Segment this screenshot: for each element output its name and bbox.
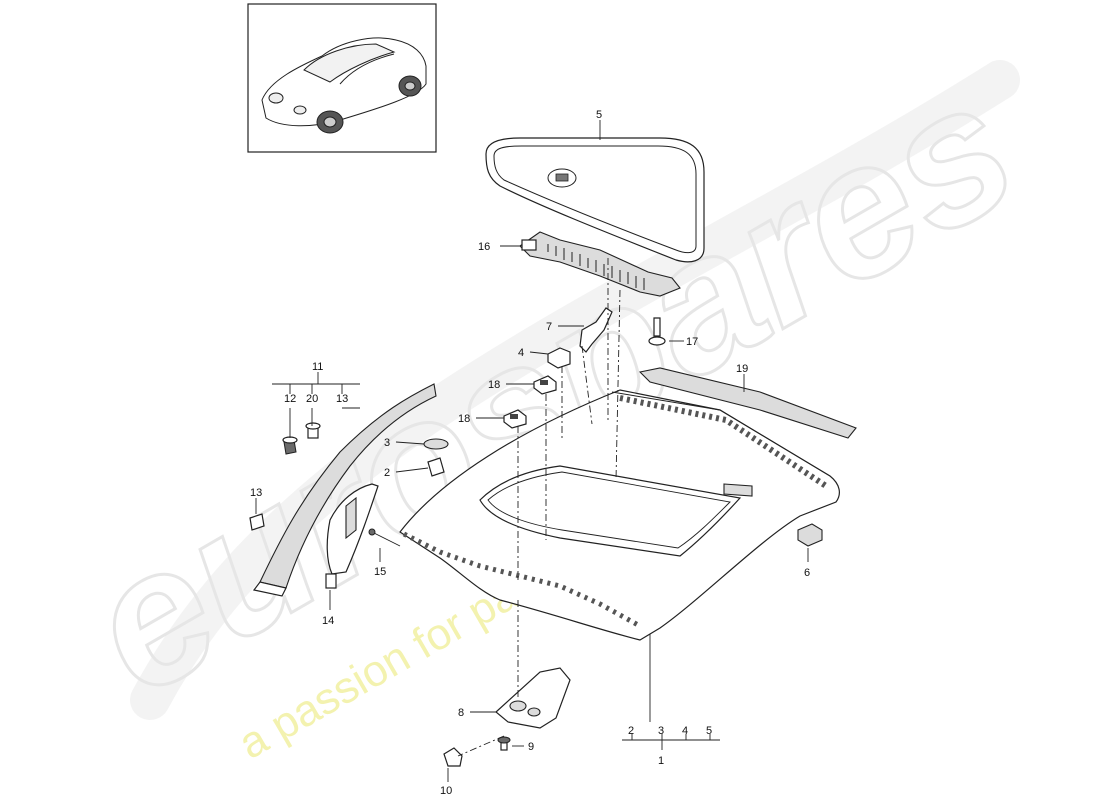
alignment-lines [457,258,621,757]
callout-8: 8 [458,707,464,719]
part-13-patch [249,513,265,531]
part-8-bracket [495,667,571,729]
callout-13-patch: 13 [250,487,262,499]
callout-14: 14 [322,615,334,627]
part-9-screw [497,736,511,751]
callout-15: 15 [374,566,386,578]
part-19-trim-strip [638,367,857,439]
part-5-sunroof-seal [485,137,705,263]
part-4-clip [547,347,571,369]
part-17-screw [648,317,666,346]
part-14-pillar-trim [325,483,379,589]
part-12-clip [282,436,298,455]
callout-17: 17 [686,336,698,348]
callout-group-5: 5 [706,725,712,737]
callout-labels: 5 16 7 17 4 18 18 19 11 12 20 13 3 2 13 … [250,109,810,797]
porsche-coupe-icon [261,37,427,134]
part-3-washer [423,438,449,450]
callout-11: 11 [312,361,323,373]
part-15-rod [368,528,401,547]
callout-18-lower: 18 [458,413,470,425]
part-6-clip [797,523,823,547]
callout-9: 9 [528,741,534,753]
part-20-clip [305,422,321,439]
headliner-panel [399,389,840,641]
callout-12: 12 [284,393,296,405]
callout-19: 19 [736,363,748,375]
callout-13-top: 13 [336,393,348,405]
callout-4: 4 [518,347,524,359]
part-13-pillar-trim [252,383,437,597]
part-18-clip-lower [503,409,527,429]
callout-1: 1 [658,755,664,767]
callout-18-upper: 18 [488,379,500,391]
leader-lines [255,120,809,782]
callout-group-4: 4 [682,725,688,737]
part-2-clip [427,457,445,477]
part-18-clip-upper [533,375,557,395]
callout-16: 16 [478,241,490,253]
callout-5: 5 [596,109,602,121]
callout-group-3: 3 [658,725,664,737]
part-10-clip [443,747,463,767]
car-thumbnail [247,3,437,153]
callout-7: 7 [546,321,552,333]
callout-10: 10 [440,785,452,797]
callout-group-2: 2 [628,725,634,737]
callout-3: 3 [384,437,390,449]
part-16-cable-duct [519,231,681,297]
callout-6: 6 [804,567,810,579]
callout-20: 20 [306,393,318,405]
callout-2: 2 [384,467,390,479]
